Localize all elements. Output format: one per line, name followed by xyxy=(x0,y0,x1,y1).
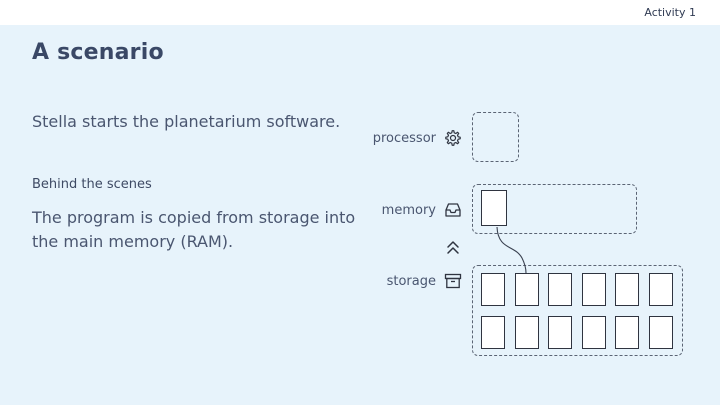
top-bar: Activity 1 xyxy=(0,0,720,25)
description-text: The program is copied from storage into … xyxy=(32,208,356,251)
activity-label: Activity 1 xyxy=(644,6,696,19)
behind-scenes-heading: Behind the scenes xyxy=(32,177,152,192)
storage-cell xyxy=(615,273,639,306)
storage-cell xyxy=(581,273,606,306)
double-chevron-up-icon xyxy=(447,241,459,254)
storage-cell xyxy=(514,316,539,349)
processor-label: processor xyxy=(372,131,436,146)
slide-title: A scenario xyxy=(32,40,164,65)
gear-icon xyxy=(445,130,461,146)
storage-cell xyxy=(514,273,539,306)
storage-cell xyxy=(648,316,673,349)
storage-cell xyxy=(615,316,639,349)
processor-slot xyxy=(472,112,519,162)
storage-cell xyxy=(548,273,572,306)
archive-box-icon xyxy=(444,273,462,289)
storage-cell xyxy=(548,316,572,349)
storage-cell xyxy=(481,316,505,349)
memory-label: memory xyxy=(381,203,436,218)
storage-label: storage xyxy=(386,274,436,289)
memory-area xyxy=(472,184,637,234)
storage-cell xyxy=(648,273,673,306)
intro-text: Stella starts the planetarium software. xyxy=(32,112,341,131)
inbox-tray-icon xyxy=(445,203,461,217)
storage-cell xyxy=(581,316,606,349)
storage-area xyxy=(472,265,683,356)
storage-cell xyxy=(481,273,505,306)
memory-program-block xyxy=(481,190,507,226)
